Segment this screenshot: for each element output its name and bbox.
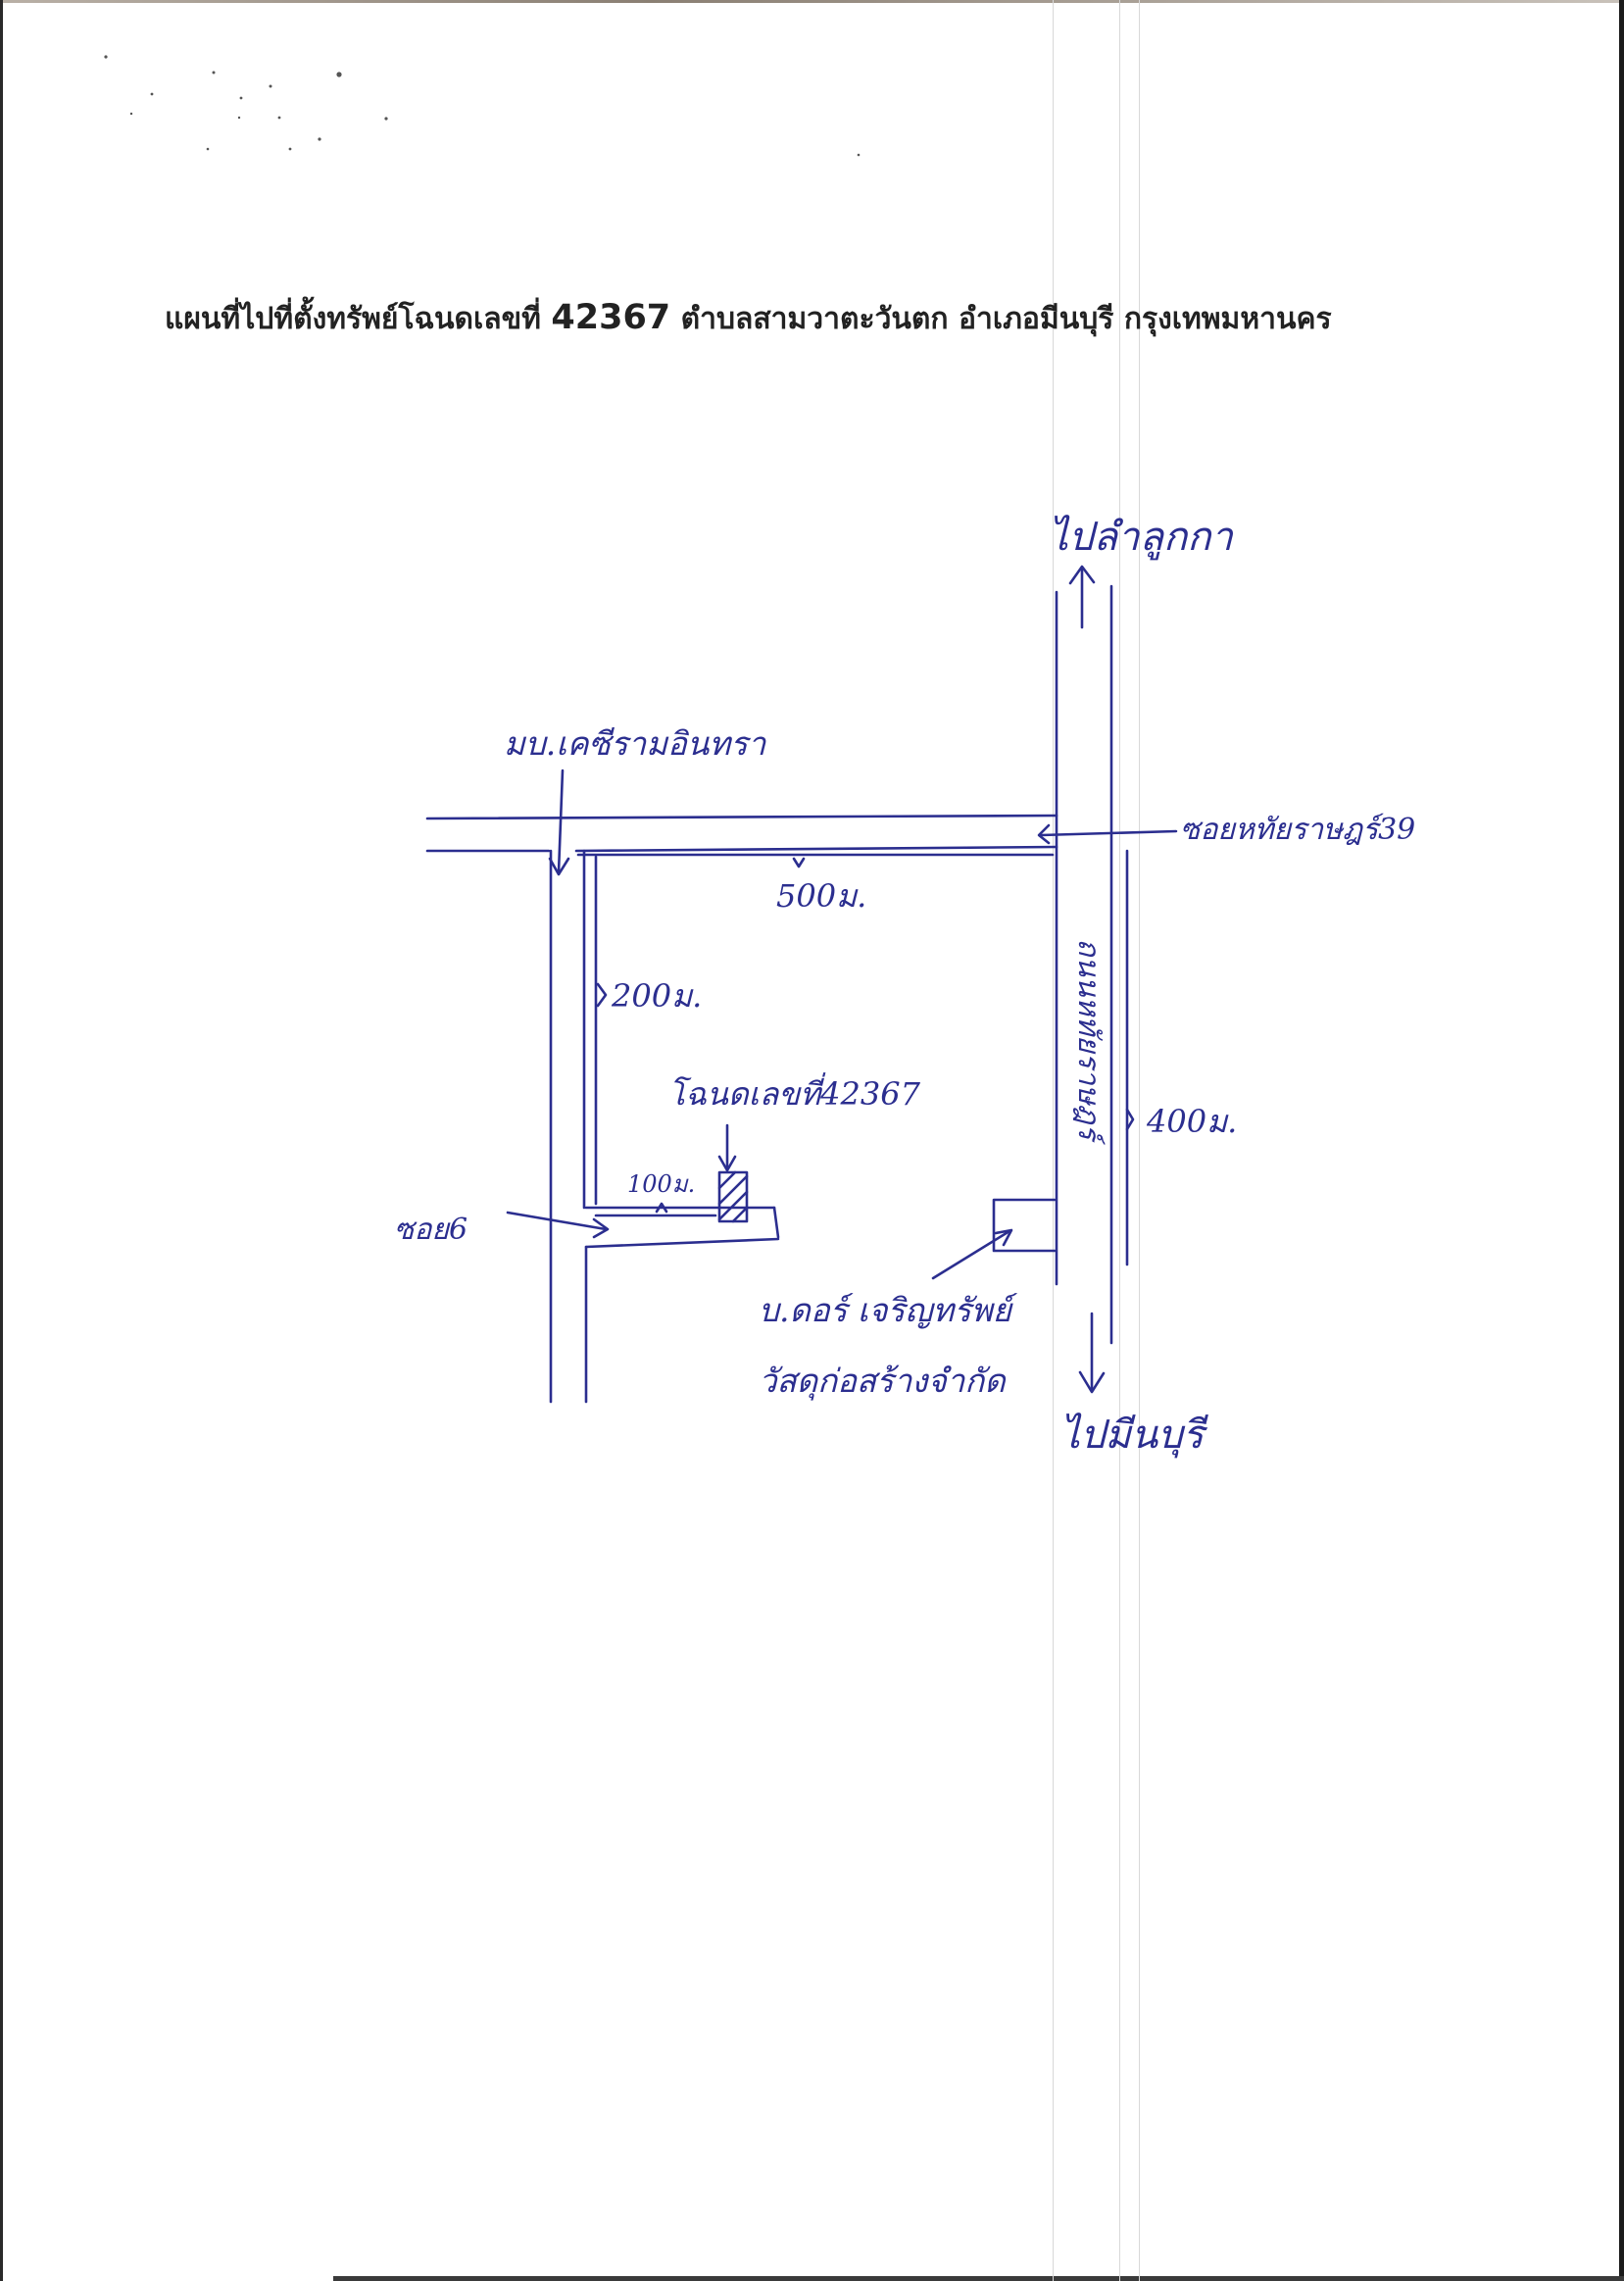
label-to-north: ไปลำลูกกา: [1049, 515, 1233, 560]
soi-pointer: [1037, 823, 1051, 845]
label-to-south: ไปมีนบุรี: [1060, 1413, 1205, 1458]
soi-pointer: [1039, 829, 1178, 837]
deed-plot-hatch: [717, 1174, 749, 1206]
company-pointer: [931, 1229, 1011, 1280]
label-soi-6: ซอย6: [394, 1213, 468, 1247]
paper-fold-line: [1119, 0, 1120, 2281]
tick-500: [792, 857, 806, 868]
label-company-line1: บ.ดอร์ เจริญทรัพย์: [759, 1291, 1011, 1329]
soi6-pointer: [592, 1217, 610, 1239]
label-company-line2: วัสดุก่อสร้างจำกัด: [759, 1362, 1006, 1400]
label-main-road: ถนนหทัยราษฎร์: [1071, 938, 1106, 1140]
title-location: ตำบลสามวาตะวันตก อำเภอมีนบุรี กรุงเทพมหา…: [680, 302, 1332, 336]
distance-left-road: 200ม.: [612, 977, 703, 1015]
label-village: มบ.เคซีรามอินทรา: [504, 724, 766, 763]
paper-fold-line: [1139, 0, 1140, 2281]
village-pointer: [548, 857, 570, 876]
soi-road-edge: [574, 845, 1058, 853]
title-prefix: แผนที่ไปที่ตั้งทรัพย์โฉนดเลขที่: [165, 302, 541, 336]
deed-plot-hatch: [731, 1206, 749, 1223]
title-deed-number: 42367: [551, 298, 671, 337]
label-deed-plot: โฉนดเลขที่42367: [668, 1075, 920, 1113]
distance-top-road: 500ม.: [776, 877, 867, 915]
deed-plot-hatch: [717, 1190, 749, 1221]
soi6-edge: [772, 1206, 780, 1239]
scan-speckles: [104, 55, 861, 157]
village-pointer: [557, 769, 565, 874]
scan-edge-bottom: [333, 2276, 1624, 2281]
soi6-pointer: [506, 1211, 608, 1231]
soi-road-edge: [425, 814, 1058, 820]
label-soi-main: ซอยหทัยราษฎร์39: [1180, 813, 1416, 847]
company-building: [992, 1198, 1057, 1253]
paper-fold-line: [1053, 0, 1054, 2281]
arrow-south: [1078, 1370, 1106, 1394]
deed-plot-hatch: [717, 1170, 737, 1190]
distance-soi6: 100ม.: [627, 1170, 696, 1198]
scan-edge-right: [1619, 0, 1624, 2281]
tick-200: [596, 982, 608, 1008]
map-title: แผนที่ไปที่ตั้งทรัพย์โฉนดเลขที่ 42367 ตำ…: [165, 296, 1439, 342]
company-pointer: [994, 1228, 1013, 1247]
soi6-edge: [584, 1237, 780, 1249]
distance-main-road: 400ม.: [1147, 1103, 1238, 1140]
plot-pointer: [717, 1155, 737, 1172]
tick-100: [655, 1202, 668, 1214]
arrow-north: [1068, 565, 1096, 585]
tick-400: [1125, 1108, 1135, 1131]
scan-edge-top: [0, 0, 1624, 3]
scan-edge-left: [0, 0, 3, 2281]
